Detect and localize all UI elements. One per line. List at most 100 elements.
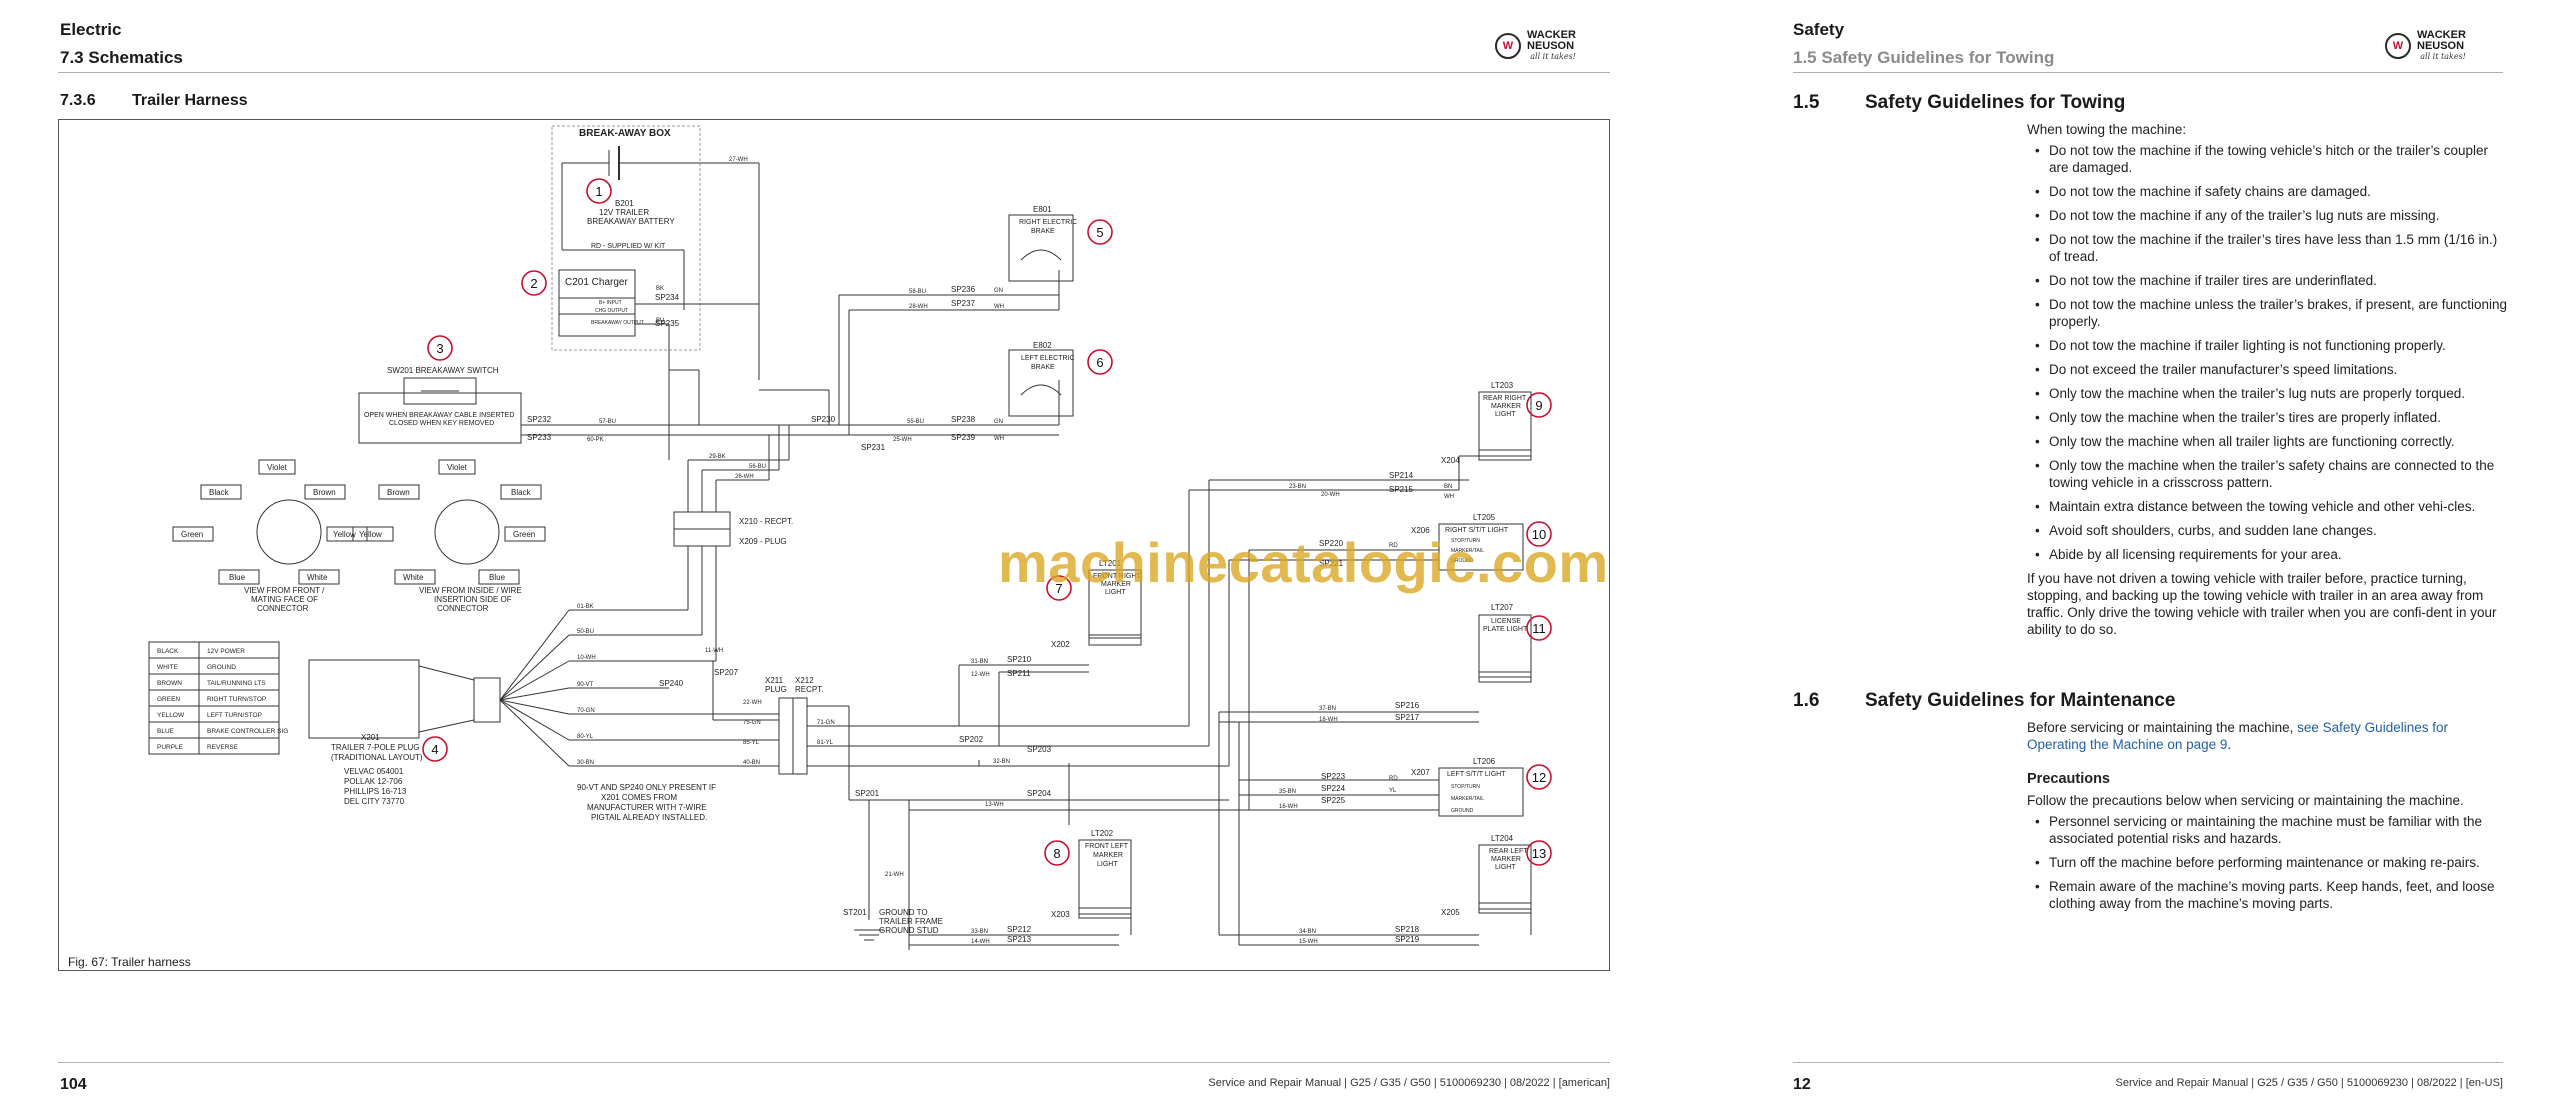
view-front-line2: MATING FACE OF (251, 595, 318, 604)
list-item: Only tow the machine when all trailer li… (2027, 433, 2507, 450)
x205-ref: X205 (1441, 908, 1460, 917)
splice-sp233: SP233 (527, 433, 552, 442)
lt205-ground: GROUND (1451, 558, 1474, 564)
wire-gn-2: GN (994, 419, 1003, 425)
wire-gn: GN (994, 288, 1003, 294)
wire-18wh: 18-WH (1319, 717, 1338, 723)
logo-tagline: all it takes! (2420, 52, 2466, 61)
list-item: Turn off the machine before performing m… (2027, 854, 2507, 871)
pin-white-front: White (307, 573, 328, 582)
splice-sp223: SP223 (1321, 772, 1346, 781)
plug-note3: MANUFACTURER WITH 7-WIRE (587, 803, 707, 812)
splice-sp213: SP213 (1007, 935, 1032, 944)
wire-80yl: 80-YL (577, 734, 594, 740)
view-front-line1: VIEW FROM FRONT / (244, 586, 325, 595)
splice-sp232: SP232 (527, 415, 552, 424)
wire-01bk: 01-BK (577, 604, 594, 610)
pin-brown-inside: Brown (387, 488, 410, 497)
towing-list: Do not tow the machine if the towing veh… (2027, 142, 2507, 563)
legend-func-1: GROUND (207, 664, 236, 671)
wire-34bn: 34-BN (1299, 929, 1316, 935)
lt206-stop: STOP/TURN (1451, 784, 1480, 790)
lt203-ref: LT203 (1491, 381, 1514, 390)
callout-6: 6 (1096, 355, 1103, 370)
list-item: Do not exceed the trailer manufacturer’s… (2027, 361, 2507, 378)
page-number: 104 (60, 1076, 87, 1093)
callout-1: 1 (595, 184, 602, 199)
lt205-marker: MARKER/TAIL (1451, 548, 1484, 554)
pin-brown-front: Brown (313, 488, 336, 497)
callout-7: 7 (1055, 581, 1062, 596)
pin-yellow-front: Yellow (333, 530, 356, 539)
operating-guidelines-link[interactable]: see Safety Guidelines for Operating the … (2027, 720, 2448, 752)
switch-note1: OPEN WHEN BREAKAWAY CABLE INSERTED (364, 412, 514, 419)
page-footer: Service and Repair Manual | G25 / G35 / … (2115, 1077, 2503, 1089)
wire-33bn: 33-BN (971, 929, 988, 935)
wire-60pk: 60-PK (587, 437, 604, 443)
x203-ref: X203 (1051, 910, 1070, 919)
splice-sp224: SP224 (1321, 784, 1346, 793)
wire-81yl: 81-YL (817, 740, 834, 746)
right-page: Safety 1.5 Safety Guidelines for Towing … (1720, 0, 2560, 1104)
wire-13wh: 13-WH (985, 802, 1004, 808)
wire-21wh: 21-WH (885, 872, 904, 878)
plug-part1: VELVAC 054001 (344, 767, 404, 776)
plug-note1: 90-VT AND SP240 ONLY PRESENT IF (577, 783, 716, 792)
wire-75gn: 75-GN (743, 720, 761, 726)
lt206-marker: MARKER/TAIL (1451, 796, 1484, 802)
lt206-l1: LEFT S/T/T LIGHT (1447, 771, 1506, 778)
list-item: Do not tow the machine if trailer lighti… (2027, 337, 2507, 354)
pin-black-inside: Black (511, 488, 532, 497)
splice-sp212: SP212 (1007, 925, 1032, 934)
x206-ref: X206 (1411, 526, 1430, 535)
splice-sp230: SP230 (811, 415, 836, 424)
wire-27wh: 27-WH (729, 157, 748, 163)
lt204-l1: REAR LEFT (1489, 848, 1528, 855)
page-number: 12 (1793, 1076, 1811, 1093)
lt207-l2: PLATE LIGHT (1483, 626, 1528, 633)
lt205-stop: STOP/TURN (1451, 538, 1480, 544)
section-title: Safety (1793, 20, 1845, 39)
wire-yl-1: YL (1389, 788, 1397, 794)
charger-pin2: CHG OUTPUT (595, 308, 628, 314)
list-item: Do not tow the machine if any of the tra… (2027, 207, 2507, 224)
splice-sp225: SP225 (1321, 796, 1346, 805)
wire-12wh: 12-WH (971, 672, 990, 678)
section-1-5-number: 1.5 (1793, 92, 1820, 113)
callout-5: 5 (1096, 225, 1103, 240)
plug-part3: PHILLIPS 16-713 (344, 787, 407, 796)
left-page: Electric 7.3 Schematics W WACKER NEUSON … (58, 20, 1610, 1093)
plug-line1: TRAILER 7-POLE PLUG (331, 743, 419, 752)
wire-wh-2: WH (994, 436, 1004, 442)
splice-sp231: SP231 (861, 443, 886, 452)
legend-color-1: WHITE (157, 664, 179, 671)
precautions-heading: Precautions (2027, 771, 2110, 787)
list-item: Only tow the machine when the trailer’s … (2027, 409, 2507, 426)
wire-28wh: 28-WH (909, 304, 928, 310)
battery-line2: BREAKAWAY BATTERY (587, 217, 675, 226)
list-item: Do not tow the machine if the towing veh… (2027, 142, 2507, 176)
section-1-6-title: Safety Guidelines for Maintenance (1865, 690, 2176, 711)
wire-58bu: 58-BU (909, 289, 926, 295)
plug-ref: X201 (361, 733, 380, 742)
list-item: Maintain extra distance between the towi… (2027, 498, 2507, 515)
plug-note4: PIGTAIL ALREADY INSTALLED. (591, 813, 707, 822)
watermark: machinecatalogic.com (998, 531, 1609, 594)
list-item: Do not tow the machine if safety chains … (2027, 183, 2507, 200)
logo-line1: WACKER (2417, 29, 2466, 41)
section-1-6-number: 1.6 (1793, 690, 1820, 711)
lt202-l1: FRONT LEFT (1085, 843, 1129, 850)
brake-right-line2: BRAKE (1031, 228, 1055, 235)
wire-11wh: 11-WH (705, 648, 723, 654)
lt205-l1: RIGHT S/T/T LIGHT (1445, 527, 1509, 534)
wire-71gn: 71-GN (817, 720, 835, 726)
wire-30bn: 30-BN (577, 760, 594, 766)
pin-blue-front: Blue (229, 573, 246, 582)
list-item: Only tow the machine when the trailer’s … (2027, 385, 2507, 402)
list-item: Do not tow the machine if the trailer’s … (2027, 231, 2507, 265)
section-title: Electric (60, 20, 122, 39)
lt204-l2: MARKER (1491, 856, 1521, 863)
ground-line3: GROUND STUD (879, 926, 939, 935)
wire-32bn: 32-BN (993, 759, 1010, 765)
